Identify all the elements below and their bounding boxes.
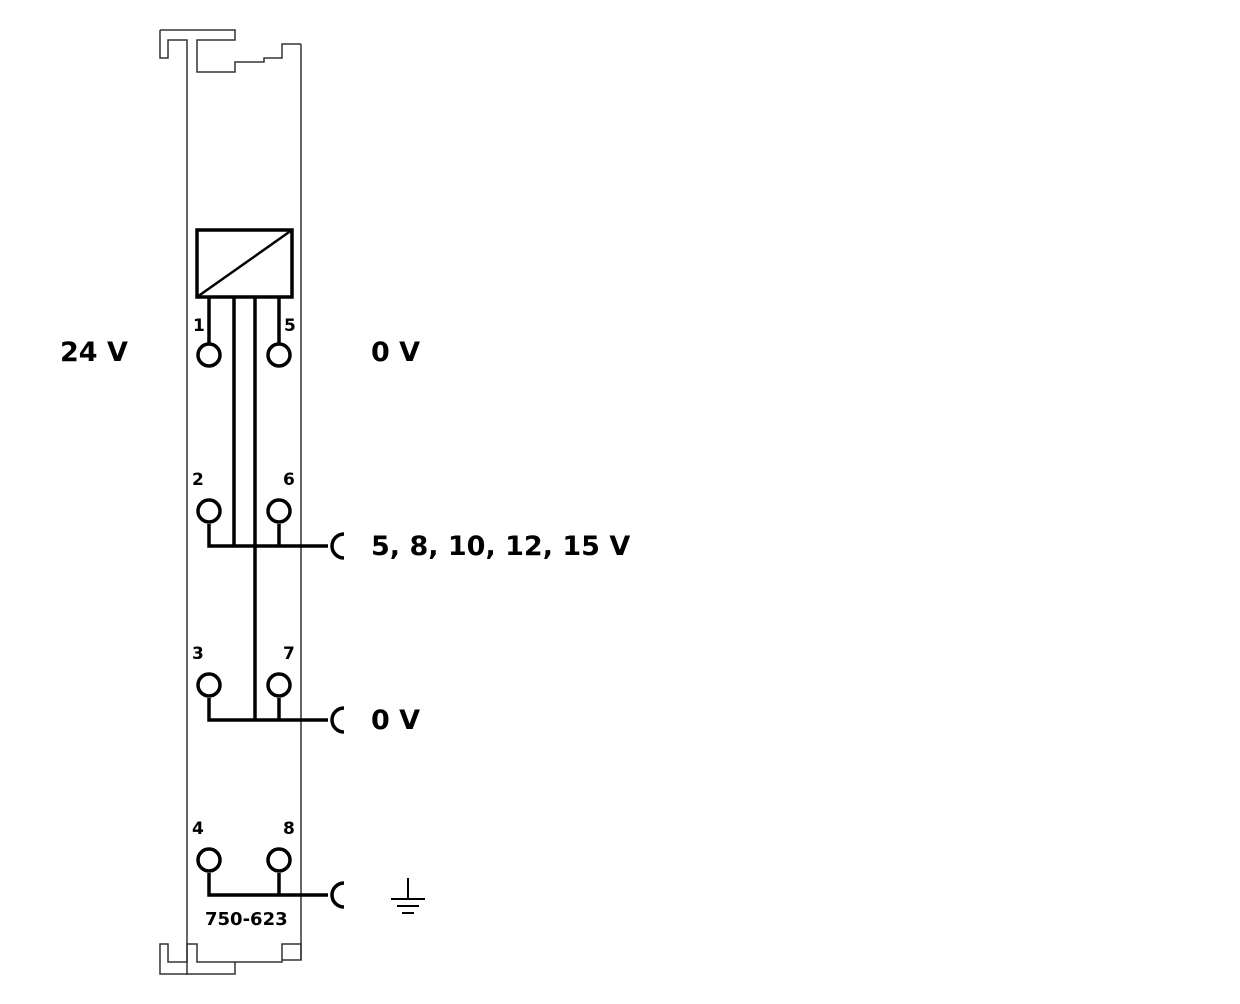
terminal-4 (196, 847, 222, 873)
output-voltage-label: 5, 8, 10, 12, 15 V (371, 531, 630, 562)
terminal-1 (196, 342, 222, 368)
module-housing (159, 29, 302, 975)
top-latch-icon (159, 29, 301, 73)
ground-icon (391, 878, 425, 914)
pin-label-4: 4 (192, 819, 204, 839)
pin-label-3: 3 (192, 644, 204, 664)
pin-label-5: 5 (284, 316, 296, 336)
output-0v-label: 0 V (371, 705, 420, 736)
connector-socket-icon (330, 706, 345, 734)
model-number: 750-623 (205, 909, 288, 930)
pin-label-2: 2 (192, 470, 204, 490)
terminal-3 (196, 672, 222, 698)
supply-24v-label: 24 V (60, 337, 128, 368)
connector-socket-icon (330, 532, 345, 560)
pin-label-1: 1 (193, 316, 205, 336)
pin-label-7: 7 (283, 644, 295, 664)
supply-0v-label: 0 V (371, 337, 420, 368)
terminal-2 (196, 498, 222, 524)
pin-label-8: 8 (283, 819, 295, 839)
connector-sockets (330, 532, 345, 909)
pin-label-6: 6 (283, 470, 295, 490)
converter-icon (195, 228, 294, 299)
connector-socket-icon (330, 881, 345, 909)
bottom-latch-icon (159, 943, 302, 975)
internal-wiring (207, 297, 328, 897)
terminals (196, 342, 292, 873)
terminal-5 (266, 342, 292, 368)
terminal-7 (266, 672, 292, 698)
terminal-8 (266, 847, 292, 873)
terminal-6 (266, 498, 292, 524)
